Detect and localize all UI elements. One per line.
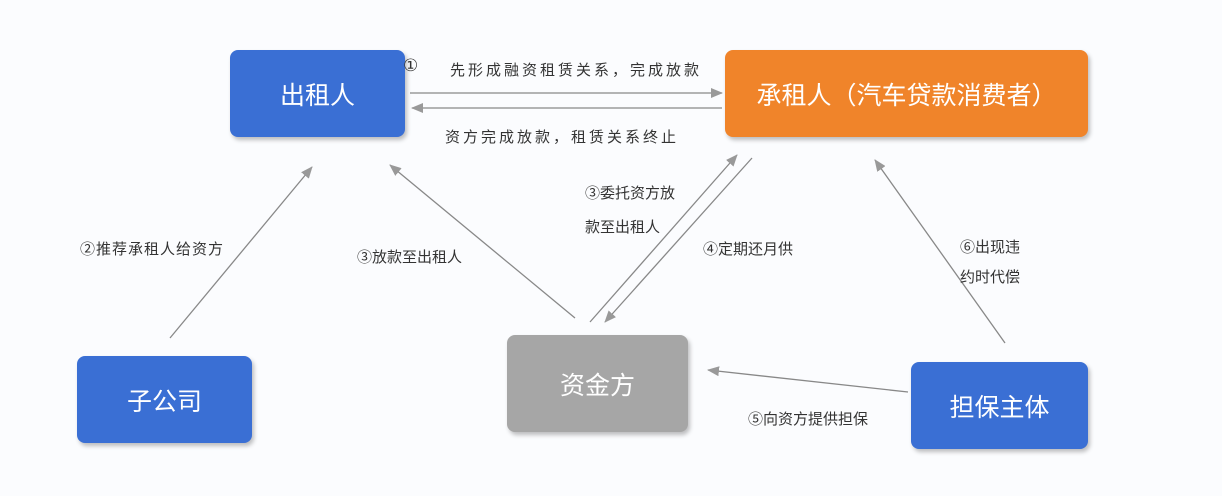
label-step3b-line1: ③委托资方放 [585, 184, 676, 202]
arrow-funder-to-lessee [589, 154, 738, 323]
node-lessee: 承租人（汽车贷款消费者） [725, 50, 1088, 137]
arrow-lessee-to-funder [604, 157, 753, 323]
label-step1-forward: 先形成融资租赁关系，完成放款 [450, 61, 703, 79]
arrow-funder-to-lessor [389, 164, 576, 319]
arrow-guarantor-to-funder [707, 366, 909, 393]
label-step1-back: 资方完成放款，租赁关系终止 [445, 128, 680, 146]
label-step4: ④定期还月供 [703, 240, 794, 258]
label-step2: ②推荐承租人给资方 [80, 240, 225, 258]
label-step5: ⑤向资方提供担保 [748, 410, 869, 428]
arrow-subsidiary-to-lessor [169, 166, 313, 339]
label-step6-line1: ⑥出现违 [960, 238, 1021, 256]
node-guarantor: 担保主体 [911, 362, 1088, 449]
arrow-guarantor-to-lessee [874, 159, 1006, 344]
node-subsidiary: 子公司 [77, 356, 252, 443]
label-step3b-line2: 款至出租人 [585, 218, 661, 236]
label-step3a: ③放款至出租人 [357, 248, 463, 266]
node-funder: 资金方 [507, 335, 688, 432]
node-lessor: 出租人 [230, 50, 405, 137]
label-step1-marker: ① [403, 56, 419, 76]
label-step6-line2: 约时代偿 [960, 268, 1021, 286]
